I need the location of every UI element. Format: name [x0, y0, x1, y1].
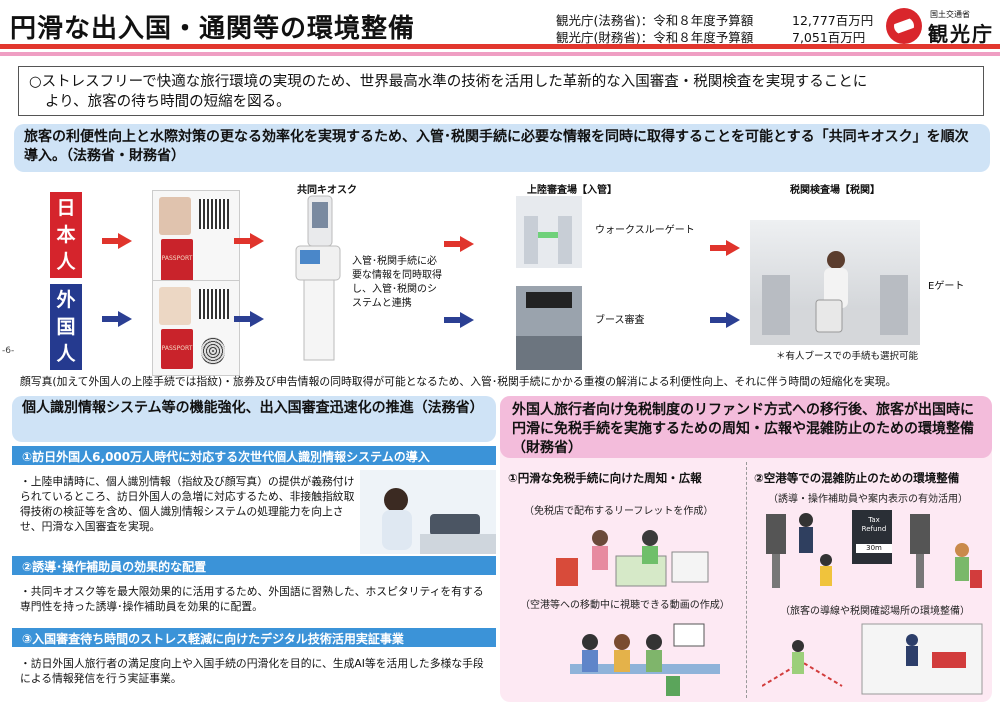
passport-icon: PASSPORT [161, 239, 193, 283]
qr-code-icon [199, 289, 229, 319]
arrow-right-icon [234, 233, 264, 249]
budget-amount: 12,777百万円 [792, 13, 874, 28]
foreign-documents: PASSPORT [152, 280, 240, 376]
intro-line: ○ストレスフリーで快適な旅行環境の実現のため、世界最高水準の技術を活用した革新的… [29, 74, 868, 90]
left-panel: 個人識別情報システム等の機能強化、出入国審査迅速化の推進（法務省） ①訪日外国人… [12, 396, 496, 702]
page-title: 円滑な出入国・通関等の環境整備 [10, 14, 416, 44]
tax-free-shop-illustration [556, 530, 709, 587]
customs-checkpoint-illustration [762, 623, 983, 695]
airport-guidance-illustration [766, 510, 982, 588]
left-item-title-3: ③入国審査待ち時間のストレス軽減に向けたデジタル技術活用実証事業 [12, 628, 496, 647]
budget-label: 観光庁(法務省)：令和８年度予算額 [556, 13, 754, 28]
tourism-agency-logo-icon [886, 8, 922, 44]
right-panel: 外国人旅行者向け免税制度のリファンド方式への移行後、旅客が出国時に円滑に免税手続… [500, 396, 992, 702]
budget-amount: 7,051百万円 [792, 30, 866, 45]
immigration-title: 上陸審査場【入管】 [527, 185, 617, 196]
header-divider-pink [0, 52, 1000, 56]
left-item-title-2: ②誘導･操作補助員の効果的な配置 [12, 556, 496, 575]
qr-code-icon [199, 199, 229, 229]
walkthrough-gate-photo [516, 196, 582, 268]
kiosk-section-heading: 旅客の利便性向上と水際対策の更なる効率化を実現するため、入管･税関手続に必要な情… [14, 124, 990, 172]
arrow-right-icon [444, 236, 474, 252]
budget-row-justice: 観光庁(法務省)：令和８年度予算額 12,777百万円 [556, 10, 873, 29]
right-right-note-1: （誘導・操作補助員や案内表示の有効活用） [768, 494, 968, 505]
left-item-title-1: ①訪日外国人6,000万人時代に対応する次世代個人識別情報システムの導入 [12, 446, 496, 465]
right-left-title: ①円滑な免税手続に向けた周知・広報 [508, 471, 702, 485]
label-japanese: 日本人 [50, 192, 82, 278]
arrow-right-icon [102, 311, 132, 327]
booth-exam-photo [516, 286, 582, 370]
left-item-text-1: ・上陸申請時に、個人識別情報（指紋及び顔写真）の提供が義務付けられているところ、… [20, 475, 355, 533]
right-panel-heading: 外国人旅行者向け免税制度のリファンド方式への移行後、旅客が出国時に円滑に免税手続… [500, 396, 992, 458]
sign-refund: Refund [861, 525, 887, 533]
arrow-right-icon [710, 240, 740, 256]
arrow-right-icon [710, 312, 740, 328]
kiosk-footnote: 顔写真(加えて外国人の上陸手続では指紋)・旅券及び申告情報の同時取得が可能となる… [20, 375, 897, 388]
logo-ministry-text: 国土交通省 [930, 10, 970, 19]
face-photo-icon [159, 287, 191, 325]
left-panel-heading: 個人識別情報システム等の機能強化、出入国審査迅速化の推進（法務省） [12, 396, 496, 442]
page-number: -6- [2, 346, 15, 356]
fingerprint-icon [201, 337, 225, 365]
japanese-documents: PASSPORT [152, 190, 240, 286]
arrow-right-icon [234, 311, 264, 327]
kiosk-title: 共同キオスク [297, 185, 357, 196]
right-panel-divider [746, 462, 747, 698]
header-divider-red [0, 44, 1000, 49]
train-video-illustration [570, 623, 720, 696]
right-left-note-2: （空港等への移動中に視聴できる動画の作成） [520, 600, 730, 611]
passport-icon: PASSPORT [161, 329, 193, 369]
sign-time: 30m [856, 544, 892, 553]
right-left-note-1: （免税店で配布するリーフレットを作成） [524, 506, 714, 517]
manned-booth-note: ＊有人ブースでの手続も選択可能 [776, 351, 919, 362]
walkthrough-gate-label: ウォークスルーゲート [595, 225, 695, 236]
sign-tax: Tax [868, 516, 880, 524]
left-item-text-2: ・共同キオスク等を最大限効果的に活用するため、外国語に習熟した、ホスピタリティを… [20, 585, 484, 613]
left-item-text-3: ・訪日外国人旅行者の満足度向上や入国手続の円滑化を目的に、生成AI等を活用した多… [20, 657, 484, 685]
fingerprint-scanner-photo [360, 470, 496, 554]
intro-box: ○ストレスフリーで快適な旅行環境の実現のため、世界最高水準の技術を活用した革新的… [18, 66, 984, 116]
customs-title: 税関検査場【税関】 [790, 185, 880, 196]
e-gate-label: Eゲート [928, 281, 965, 292]
intro-line: より、旅客の待ち時間の短縮を図る。 [45, 94, 291, 110]
face-photo-icon [159, 197, 191, 235]
logo-agency-text: 観光庁 [928, 22, 994, 46]
budget-label: 観光庁(財務省)：令和８年度予算額 [556, 30, 754, 45]
right-right-title: ②空港等での混雑防止のための環境整備 [754, 471, 960, 485]
arrow-right-icon [102, 233, 132, 249]
kiosk-machine-icon [295, 195, 341, 361]
label-foreign: 外国人 [50, 284, 82, 370]
budget-row-finance: 観光庁(財務省)：令和８年度予算額 7,051百万円 [556, 27, 865, 46]
arrow-right-icon [444, 312, 474, 328]
e-gate-photo [750, 220, 920, 345]
booth-exam-label: ブース審査 [595, 315, 645, 326]
kiosk-description: 入管･税関手続に必要な情報を同時取得し、入管･税関のシステムと連携 [352, 256, 442, 309]
right-right-note-2: （旅客の導線や税関確認場所の環境整備） [780, 606, 970, 617]
tax-refund-sign: Tax Refund 30m [856, 516, 892, 553]
